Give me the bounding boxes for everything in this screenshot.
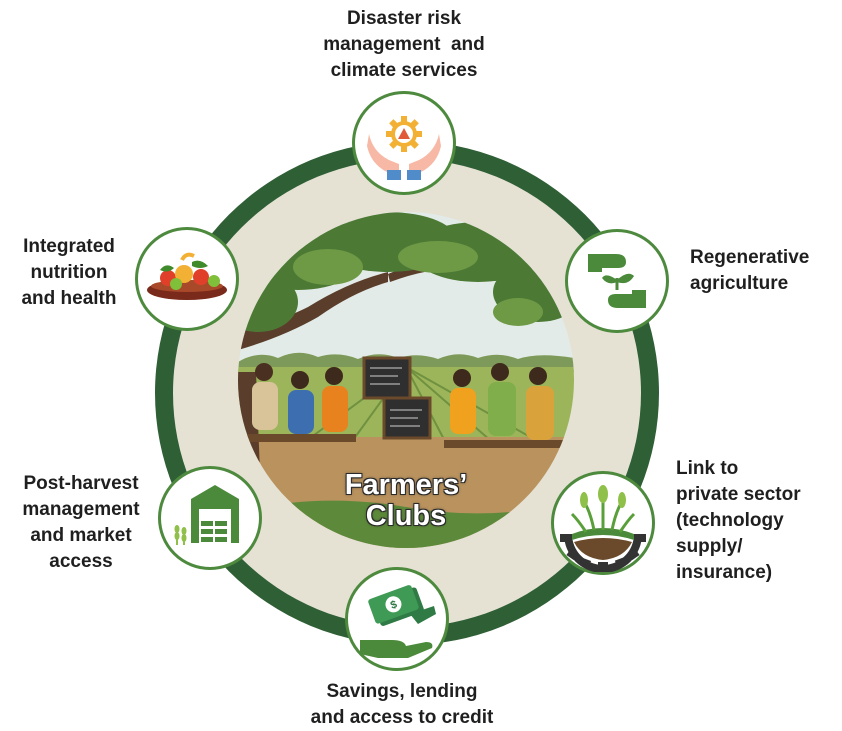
title-line-2: Clubs [365, 500, 447, 532]
storehouse-icon [174, 485, 239, 545]
hands-gear-warning-icon [367, 116, 441, 180]
private-label-line-1: Link to [676, 458, 739, 479]
nutrition-node [135, 227, 239, 331]
savings-node: $ [345, 567, 449, 671]
private-label-line-4: supply/ [676, 536, 743, 557]
regen-label-line-1: Regenerative [690, 247, 810, 268]
drm-label-line-1: Disaster risk [346, 8, 462, 29]
nutrition-label: Integrated nutrition and health [6, 234, 132, 312]
nutrition-label-line-3: and health [21, 288, 117, 309]
svg-text:$: $ [389, 599, 399, 612]
private-label-line-3: (technology [676, 510, 784, 531]
hands-sprout-icon [588, 254, 646, 308]
fruit-bowl-icon [147, 252, 227, 300]
private-label: Link to private sector (technology suppl… [676, 456, 842, 586]
postharvest-label-line-3: and market [30, 525, 132, 546]
private-label-line-2: private sector [676, 484, 801, 505]
regen-label-line-2: agriculture [690, 273, 789, 294]
regen-label: Regenerative agriculture [690, 245, 840, 297]
drm-label: Disaster risk management and climate ser… [298, 6, 510, 84]
savings-label: Savings, lending and access to credit [280, 679, 524, 731]
farmers-clubs-title: Farmers’ Clubs [238, 470, 574, 532]
regen-node [565, 229, 669, 333]
savings-label-line-2: and access to credit [310, 707, 494, 728]
postharvest-label-line-4: access [49, 551, 113, 572]
drm-label-line-2: management and [323, 34, 485, 55]
private-node [551, 471, 655, 575]
postharvest-label-line-2: management [22, 499, 140, 520]
private-label-line-5: insurance) [676, 562, 773, 583]
postharvest-label-line-1: Post-harvest [23, 473, 139, 494]
postharvest-node [158, 466, 262, 570]
money-hands-icon: $ [360, 585, 436, 658]
drm-node [352, 91, 456, 195]
drm-label-line-3: climate services [330, 60, 478, 81]
savings-label-line-1: Savings, lending [326, 681, 478, 702]
gear-crop-icon [560, 485, 646, 572]
title-line-1: Farmers’ [344, 469, 468, 501]
postharvest-label: Post-harvest management and market acces… [6, 471, 156, 575]
nutrition-label-line-1: Integrated [23, 236, 115, 257]
nutrition-label-line-2: nutrition [30, 262, 108, 283]
